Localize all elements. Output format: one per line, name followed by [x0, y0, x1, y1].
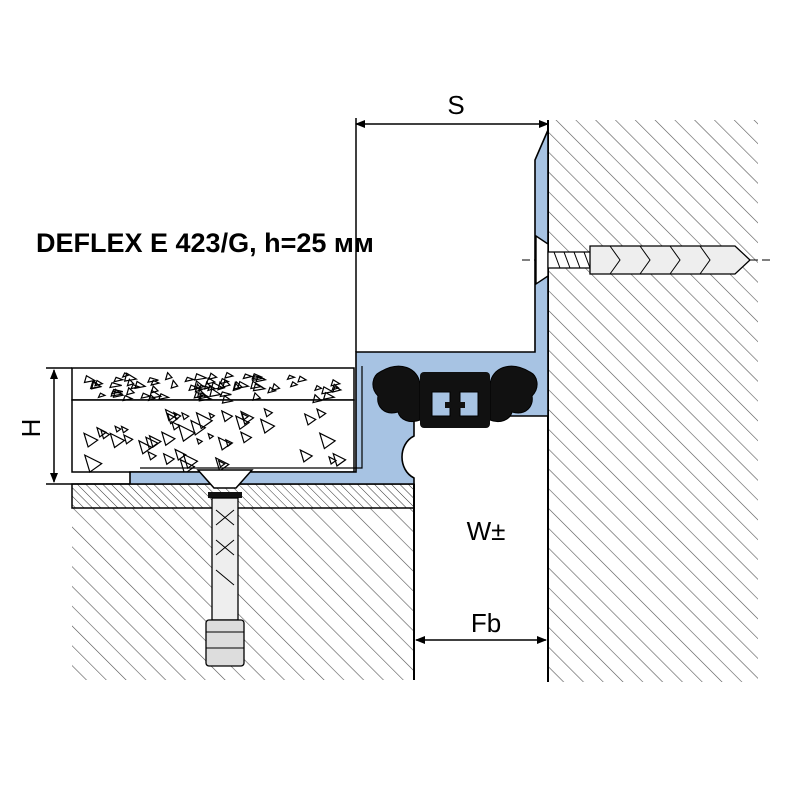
dimension-s: S [355, 90, 549, 352]
right-anchor-icon [522, 234, 770, 286]
dimension-fb-label: Fb [471, 608, 501, 638]
dimension-w-label: W± [467, 516, 506, 546]
left-anchor-icon [196, 469, 254, 667]
dimension-h-label: H [16, 419, 46, 438]
right-wall [548, 120, 758, 682]
diagram-title: DEFLEX E 423/G, h=25 мм [36, 228, 374, 258]
dimension-h: H [16, 367, 130, 485]
floor-screed [71, 367, 355, 475]
dimension-fb: Fb [415, 608, 547, 644]
rubber-insert [372, 365, 538, 428]
profile-inner-cut [140, 366, 363, 469]
dimension-s-label: S [447, 90, 464, 120]
mortar-layer [71, 483, 415, 509]
